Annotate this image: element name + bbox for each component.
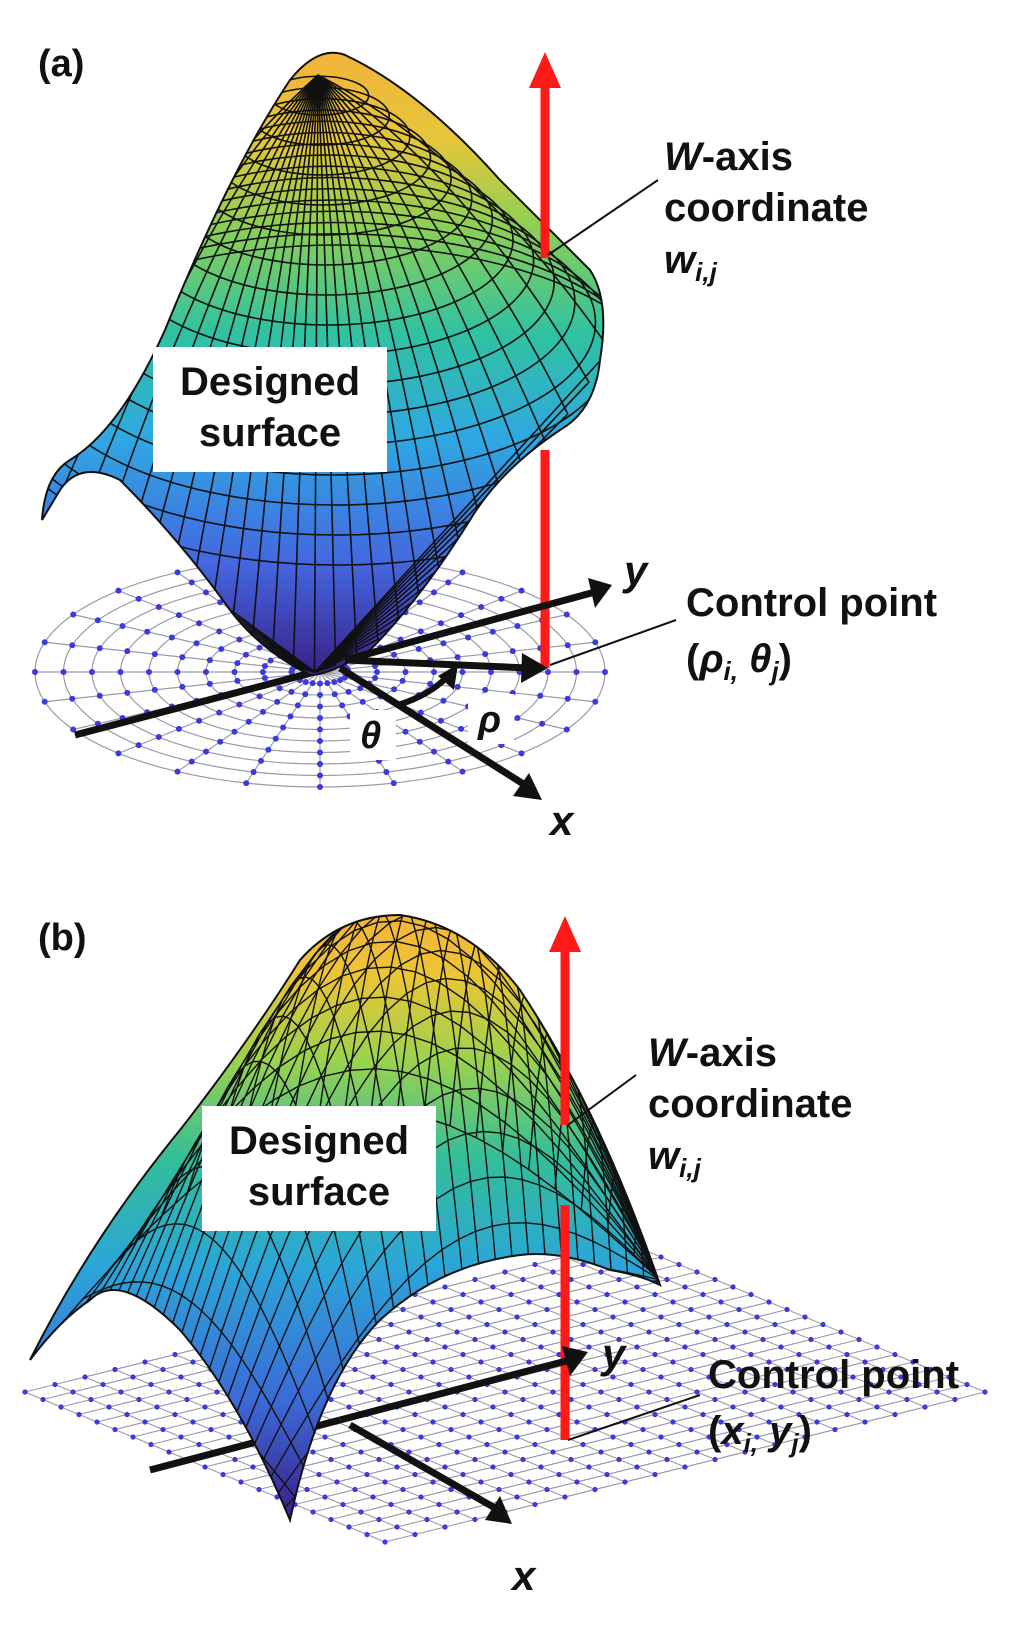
panel-b-label: (b) <box>38 917 87 959</box>
y-axis-label-a: y <box>622 547 650 594</box>
panel-a-label: (a) <box>38 43 84 85</box>
x-axis-label-a: x <box>548 797 575 844</box>
x-axis-back <box>74 664 331 739</box>
svg-text:W-axis: W-axis <box>664 135 793 179</box>
surface-label-box-b: Designed surface <box>202 1106 436 1231</box>
x-axis-b <box>348 1421 497 1512</box>
axes-a <box>338 578 612 800</box>
svg-text:Control point: Control point <box>686 581 937 625</box>
svg-text:coordinate: coordinate <box>664 186 868 230</box>
y-axis-a <box>344 588 596 664</box>
rho-label: ρ <box>477 699 501 741</box>
x-axis-label-b: x <box>510 1552 537 1599</box>
w-leader-b <box>567 1074 637 1126</box>
control-point-label-b: Control point (xi, yj) <box>708 1353 959 1458</box>
control-leader-a <box>549 619 677 666</box>
y-axis-label-b: y <box>600 1330 628 1377</box>
rho-vector-a <box>344 656 529 672</box>
axes-b <box>339 1346 588 1524</box>
w-axis-arrow-a <box>529 52 561 668</box>
w-leader-a <box>547 179 659 256</box>
panel-a: (a) Designed <box>32 43 937 844</box>
svg-text:coordinate: coordinate <box>648 1082 852 1126</box>
svg-text:wi,j: wi,j <box>648 1134 702 1183</box>
svg-text:Control point: Control point <box>708 1353 959 1397</box>
surface-label-box-a: Designed surface <box>153 347 387 472</box>
theta-label: θ <box>360 715 381 757</box>
svg-text:Designed: Designed <box>229 1119 409 1163</box>
w-axis-arrow-b <box>549 916 581 1440</box>
panel-b: (b) Designed surface y <box>22 913 988 1599</box>
w-axis-label-b: W-axis coordinate wi,j <box>648 1031 852 1183</box>
x-axis-a <box>338 665 527 788</box>
svg-text:(ρi, θj): (ρi, θj) <box>686 637 792 686</box>
control-point-label-a: Control point (ρi, θj) <box>686 581 937 686</box>
svg-text:wi,j: wi,j <box>664 238 718 287</box>
svg-text:surface: surface <box>199 411 341 455</box>
control-leader-b <box>567 1394 701 1441</box>
svg-text:surface: surface <box>248 1170 390 1214</box>
svg-text:Designed: Designed <box>180 360 360 404</box>
w-axis-label-a: W-axis coordinate wi,j <box>664 135 868 287</box>
svg-text:(xi, yj): (xi, yj) <box>708 1409 812 1458</box>
y-axis-b <box>339 1356 571 1424</box>
svg-text:W-axis: W-axis <box>648 1031 777 1075</box>
